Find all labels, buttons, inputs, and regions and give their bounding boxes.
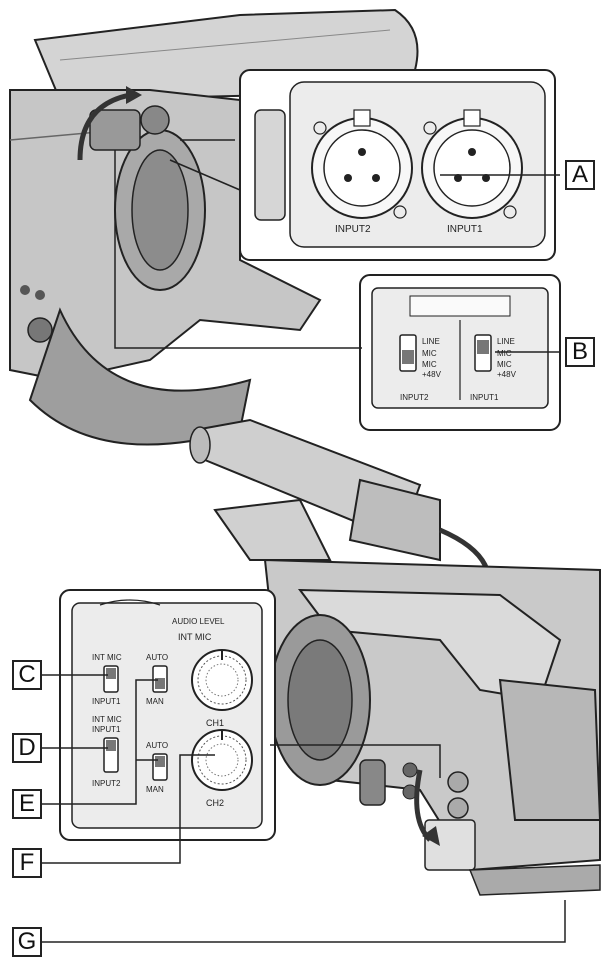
top-camera-illustration <box>9 8 419 446</box>
input2-connector-label: INPUT2 <box>335 224 371 235</box>
audio-level-dial-ch2 <box>191 729 253 791</box>
audio-int-mic-top: INT MIC <box>178 632 212 642</box>
switch-input2-mic: MIC <box>422 349 437 358</box>
switch-d-int-mic: INT MIC <box>92 715 122 724</box>
callout-c: C <box>12 660 42 690</box>
switch-d-input1: INPUT1 <box>92 725 121 734</box>
bottom-camera-illustration <box>189 418 602 896</box>
switch-ch1-auto: AUTO <box>146 653 168 662</box>
dial-ch2-label: CH2 <box>206 798 224 808</box>
input-switch-panel: LINE MIC MIC +48V LINE MIC MIC +48V INPU… <box>359 274 561 431</box>
switch-panel-input1-label: INPUT1 <box>470 393 499 402</box>
switch-input1-48v: +48V <box>497 370 517 379</box>
switch-ch1-man: MAN <box>146 697 164 706</box>
xlr-connector-input1 <box>421 109 523 219</box>
switch-c-int-mic: INT MIC <box>92 653 122 662</box>
leader-lines-bottom <box>42 674 566 943</box>
dial-ch1-label: CH1 <box>206 718 224 728</box>
callout-f: F <box>12 848 42 878</box>
switch-d-input2: INPUT2 <box>92 779 121 788</box>
switch-input2-line: LINE <box>422 337 440 346</box>
switch-input1-mic48: MIC <box>497 360 512 369</box>
callout-a: A <box>565 160 595 190</box>
leader-lines-top <box>114 139 560 353</box>
switch-c-input1: INPUT1 <box>92 697 121 706</box>
audio-level-dial-ch1 <box>191 649 253 711</box>
xlr-inputs-panel: INPUT2 INPUT1 <box>239 69 556 261</box>
callout-g: G <box>12 927 42 957</box>
switch-panel-input2-label: INPUT2 <box>400 393 429 402</box>
switch-input2-mic48: MIC <box>422 360 437 369</box>
callout-b: B <box>565 337 595 367</box>
xlr-connector-input2 <box>311 109 413 219</box>
switch-input1-mic: MIC <box>497 349 512 358</box>
switch-input2-48v: +48V <box>422 370 442 379</box>
switch-ch2-auto: AUTO <box>146 741 168 750</box>
switch-ch2-man: MAN <box>146 785 164 794</box>
callout-d: D <box>12 733 42 763</box>
audio-control-panel: AUDIO LEVEL INT MIC INT MIC INPUT1 INT M… <box>59 589 276 841</box>
audio-level-title: AUDIO LEVEL <box>172 617 225 626</box>
input1-connector-label: INPUT1 <box>447 224 483 235</box>
switch-input1-line: LINE <box>497 337 515 346</box>
callout-e: E <box>12 789 42 819</box>
